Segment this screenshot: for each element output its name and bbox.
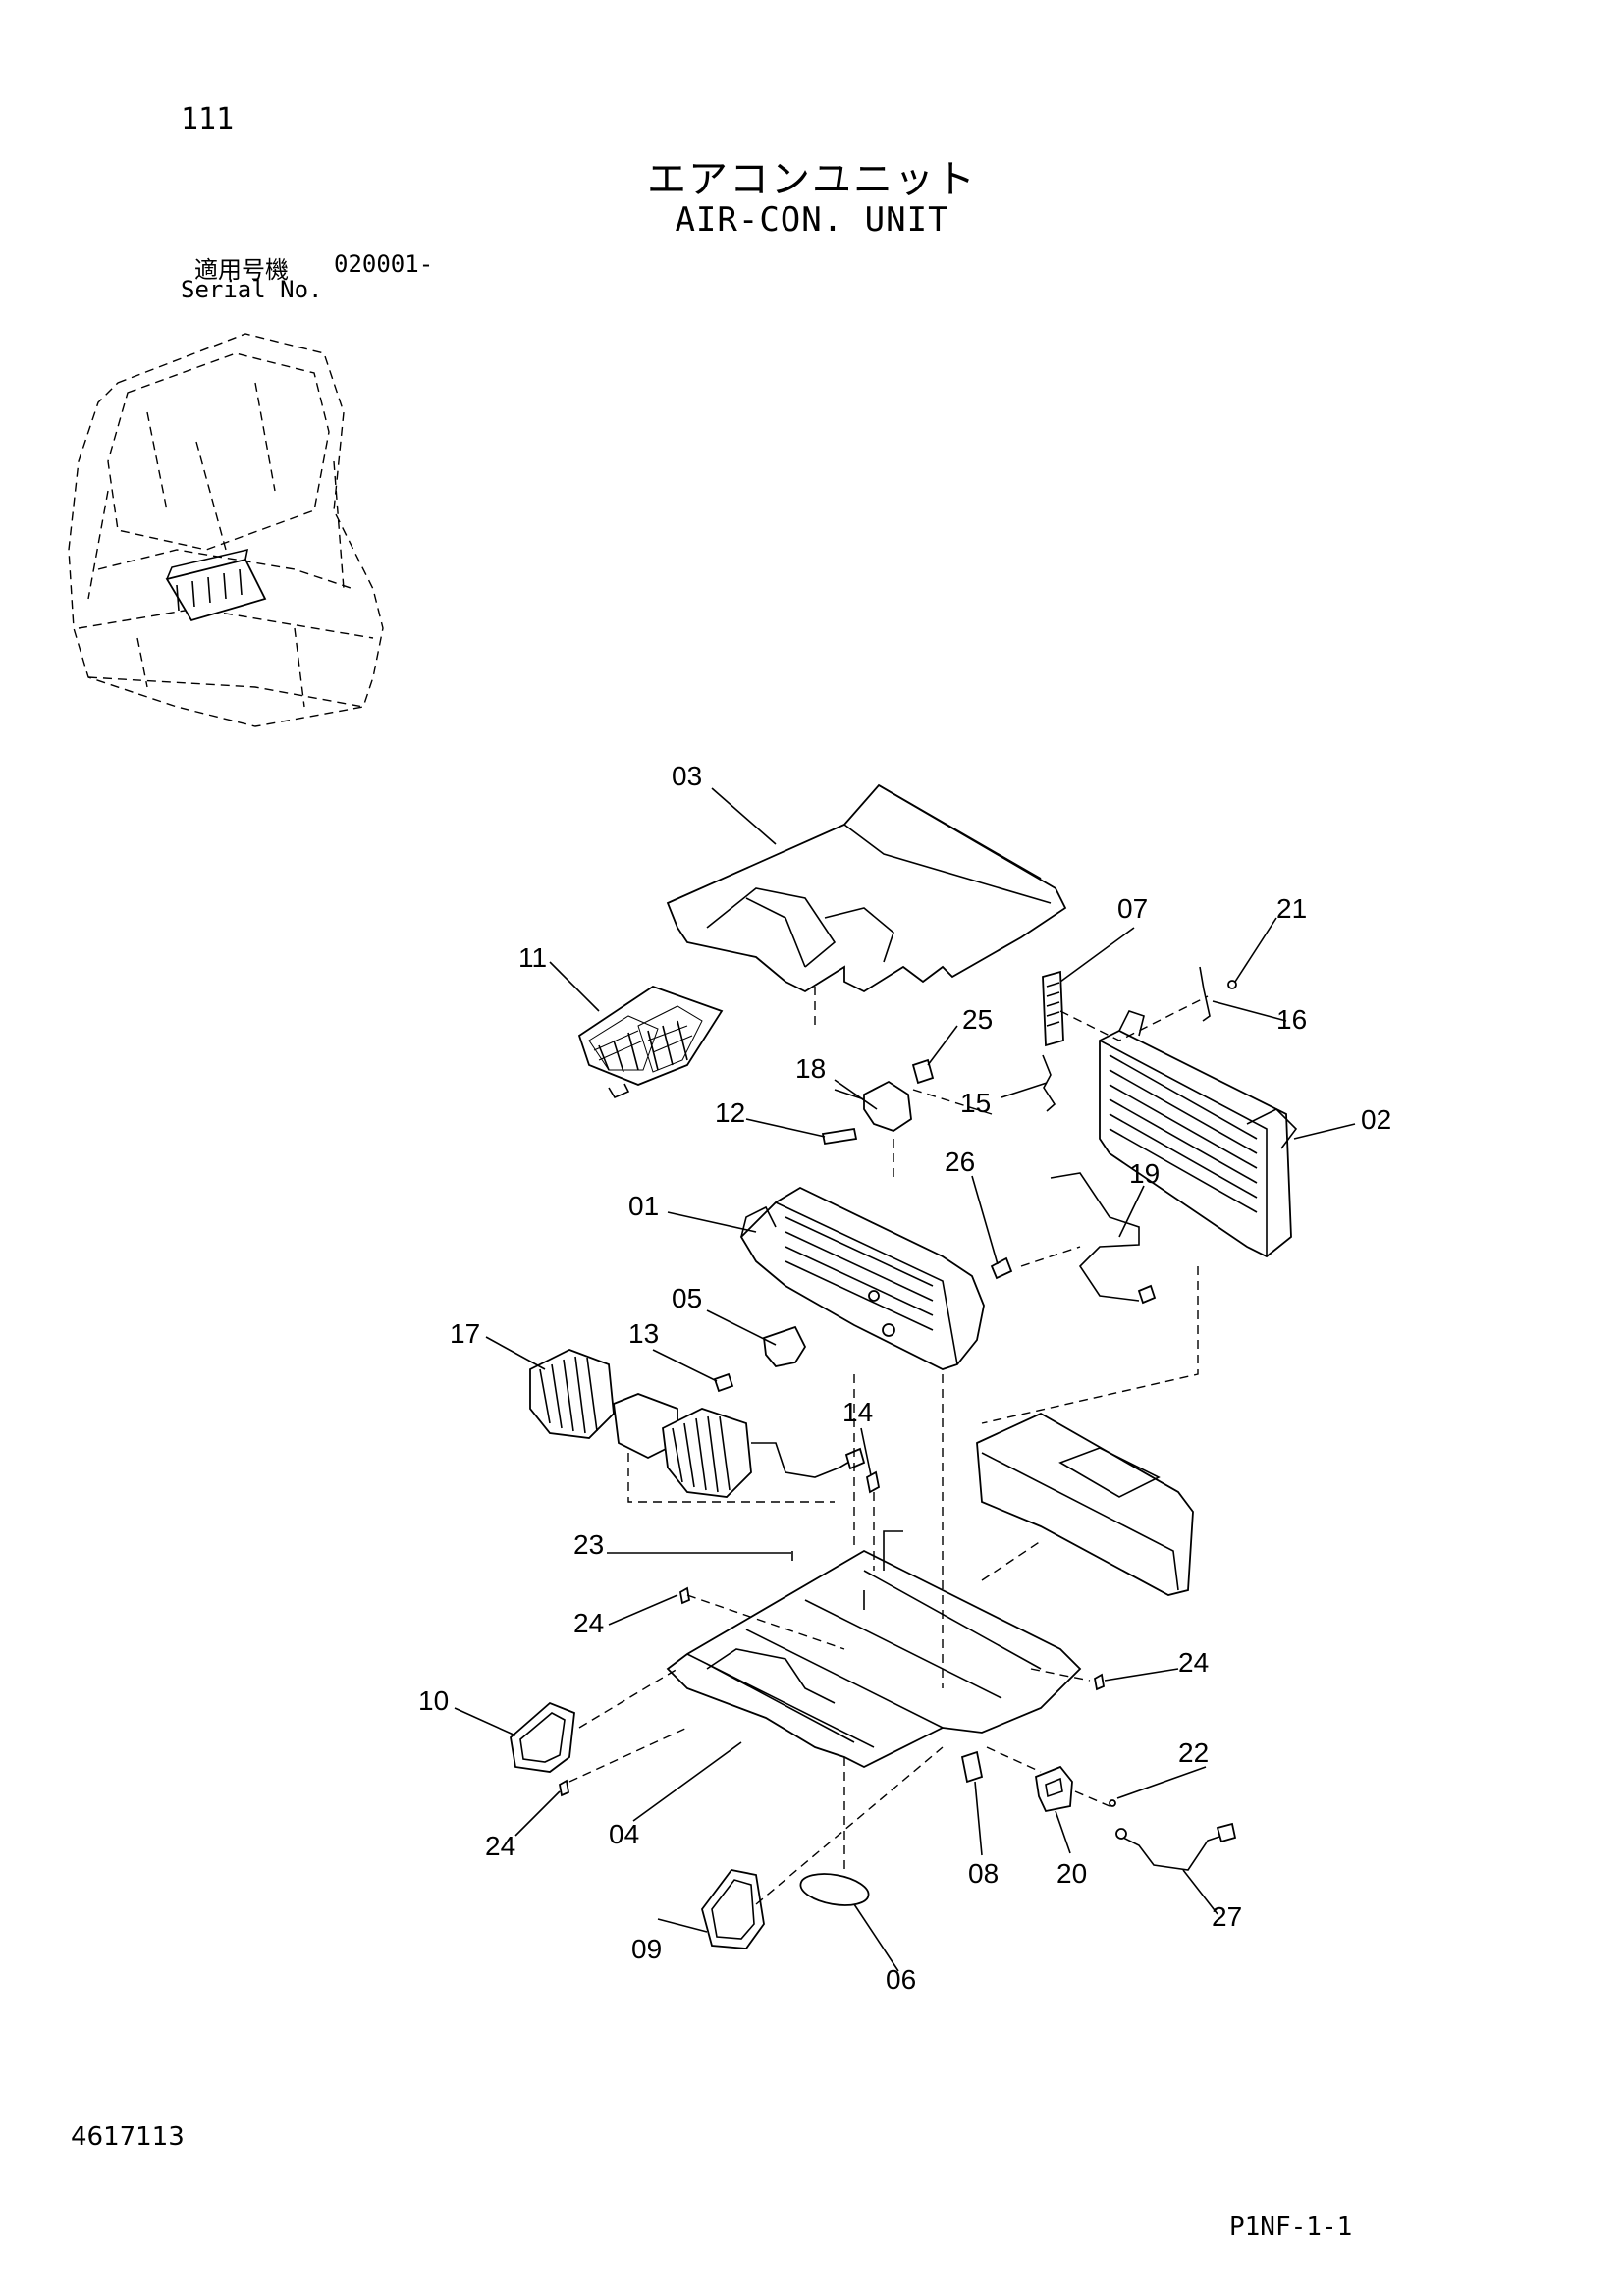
- callout-24-c: 24: [485, 1831, 515, 1861]
- callout-25: 25: [962, 1004, 993, 1035]
- callout-07: 07: [1117, 893, 1148, 924]
- part-24-clips: [559, 1586, 1106, 1797]
- title-japanese: エアコンユニット: [647, 157, 977, 202]
- callout-20: 20: [1056, 1858, 1087, 1889]
- callout-06: 06: [886, 1964, 916, 1995]
- callout-27: 27: [1212, 1901, 1242, 1932]
- part-15-clip: [1042, 1054, 1056, 1112]
- document-id: 4617113: [71, 2122, 185, 2152]
- callout-13: 13: [628, 1318, 659, 1349]
- callout-labels: 03 11 07 21 25 16 18 15 12 02 26 19 01 0…: [418, 761, 1391, 1995]
- callout-15: 15: [960, 1088, 991, 1118]
- serial-label-english: Serial No.: [181, 276, 323, 303]
- part-02-heater-core: [1099, 1010, 1298, 1258]
- part-25-cap: [911, 1058, 935, 1085]
- callout-14: 14: [842, 1397, 873, 1427]
- callout-18: 18: [795, 1053, 826, 1084]
- part-04-lower-case: [666, 1530, 1082, 1769]
- leader-lines: [454, 787, 1356, 1972]
- assembly-lines: [568, 987, 1209, 1905]
- part-21-screw: [1227, 980, 1237, 989]
- callout-08: 08: [968, 1858, 999, 1889]
- serial-label-japanese: 適用号機: [194, 256, 289, 284]
- part-11-filter: [577, 986, 724, 1099]
- part-27-harness: [1115, 1822, 1237, 1871]
- side-duct: [976, 1412, 1194, 1596]
- part-20-resistor: [1035, 1765, 1073, 1813]
- callout-01: 01: [628, 1191, 659, 1221]
- callout-04: 04: [609, 1819, 639, 1849]
- part-12-spacer: [821, 1127, 858, 1146]
- part-19-harness: [1050, 1172, 1157, 1305]
- part-01-main-housing: [739, 1186, 985, 1370]
- callout-11: 11: [518, 942, 547, 973]
- part-08-clip: [960, 1750, 984, 1784]
- callout-24-a: 24: [573, 1608, 604, 1638]
- callout-19: 19: [1129, 1158, 1160, 1189]
- part-18-valve: [834, 1080, 912, 1132]
- callout-23: 23: [573, 1529, 604, 1560]
- page-number: 111: [181, 102, 235, 136]
- serial-value: 020001-: [334, 250, 434, 278]
- part-13-bushing: [713, 1372, 734, 1393]
- callout-05: 05: [672, 1283, 702, 1313]
- part-06-cover: [799, 1873, 870, 1906]
- callout-22: 22: [1178, 1737, 1209, 1768]
- callout-09: 09: [631, 1934, 662, 1964]
- part-09-gasket: [701, 1869, 765, 1949]
- part-07-bracket: [1042, 970, 1064, 1047]
- page-reference: P1NF-1-1: [1229, 2213, 1353, 2242]
- part-03-upper-case: [666, 783, 1067, 993]
- callout-21: 21: [1276, 893, 1307, 924]
- part-22-screw: [1109, 1799, 1116, 1807]
- callout-26: 26: [945, 1147, 975, 1177]
- callout-24-b: 24: [1178, 1647, 1209, 1678]
- machine-location-thumbnail: [68, 333, 384, 727]
- part-14-screw: [865, 1470, 881, 1494]
- callout-12: 12: [715, 1097, 745, 1128]
- part-16-clip: [1199, 966, 1237, 1022]
- callout-17: 17: [450, 1318, 480, 1349]
- part-17-blower-motor: [529, 1349, 866, 1498]
- title-english: AIR-CON. UNIT: [675, 200, 949, 240]
- part-26-sensor: [990, 1256, 1013, 1280]
- part-05-sensor: [763, 1325, 807, 1367]
- callout-10: 10: [418, 1685, 449, 1716]
- callout-16: 16: [1276, 1004, 1307, 1035]
- callout-03: 03: [672, 761, 702, 791]
- part-10-gasket: [510, 1701, 575, 1773]
- callout-02: 02: [1361, 1104, 1391, 1135]
